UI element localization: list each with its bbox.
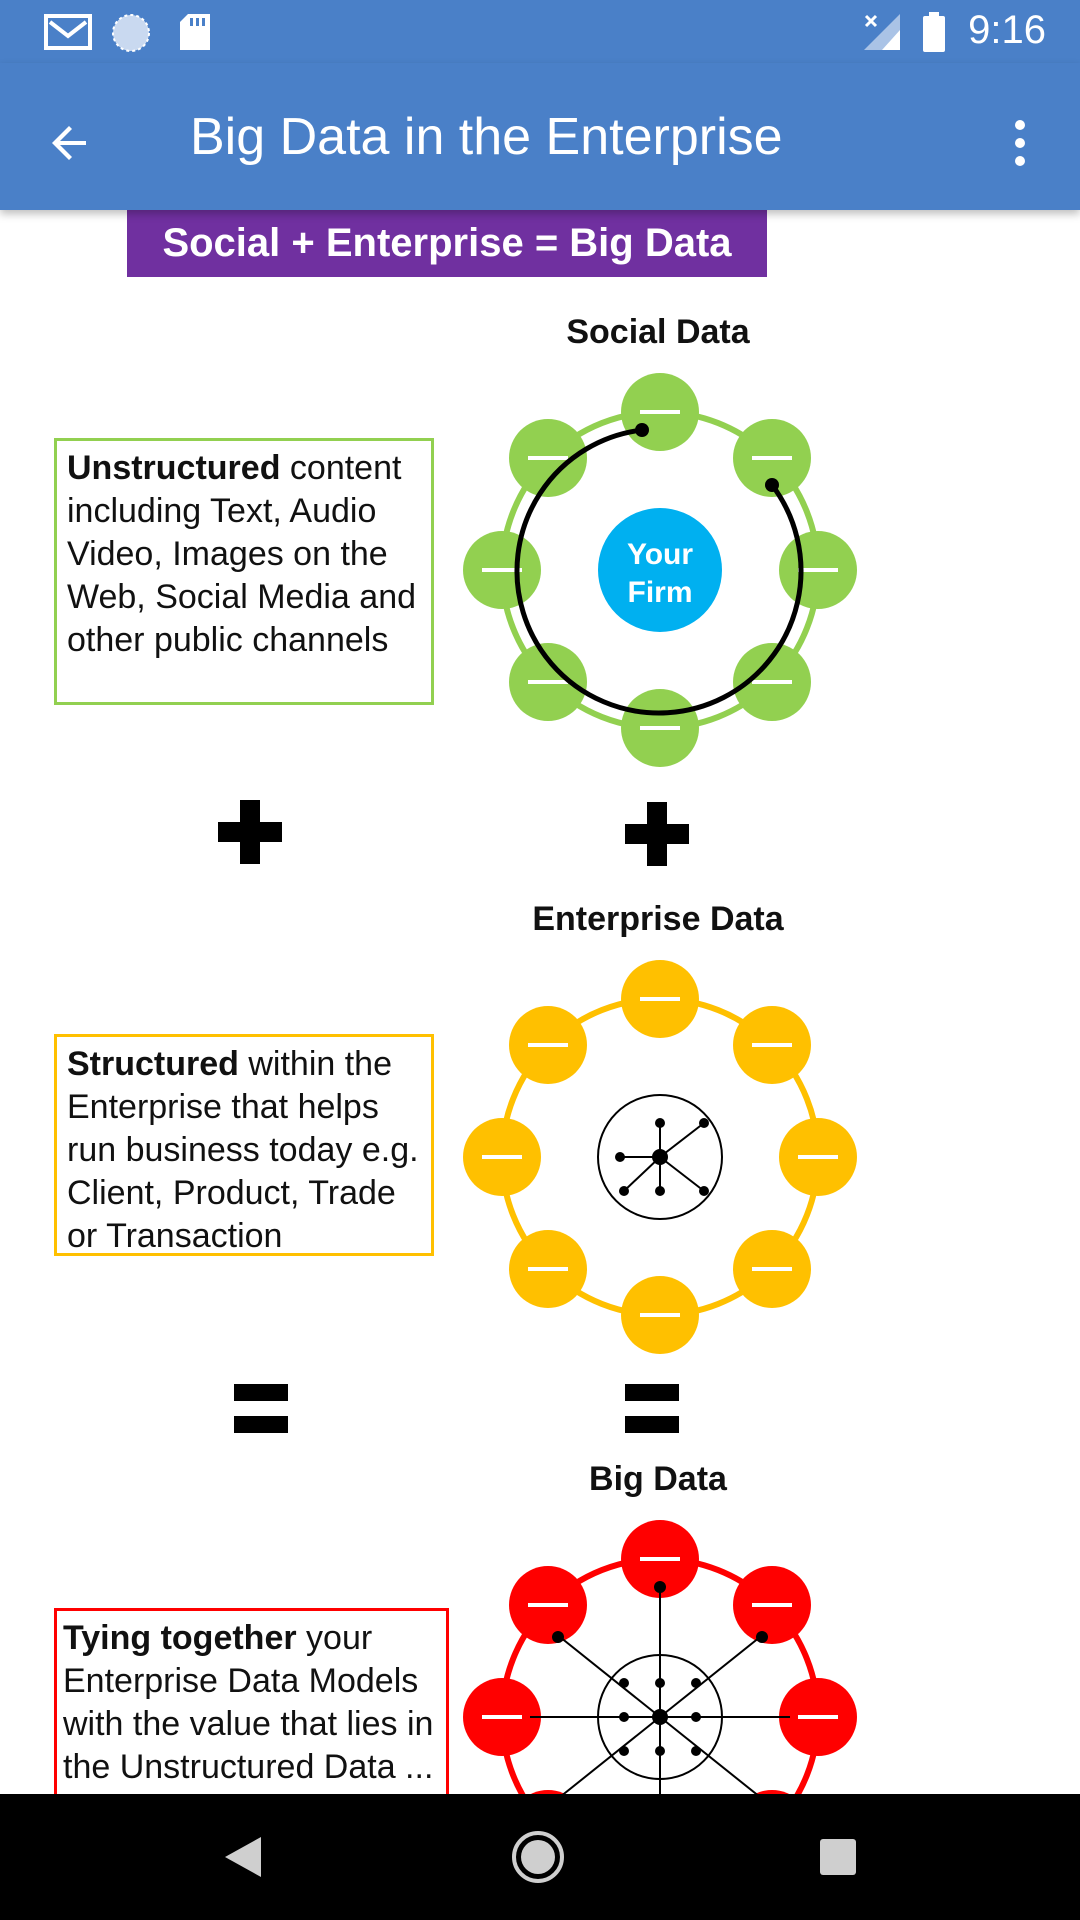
enterprise-description-bold: Structured [67,1045,239,1083]
big-data-description-text: your Enterprise Data Models with the val… [63,1619,434,1786]
more-vert-icon [1015,120,1025,166]
status-bar: 9:16 [0,0,1080,63]
plus-icon [218,800,282,864]
big-data-description: Tying together your Enterprise Data Mode… [54,1608,449,1794]
enterprise-description: Structured within the Enterprise that he… [54,1034,434,1256]
equals-icon [625,1384,679,1433]
social-data-diagram: Your Firm [463,373,857,767]
gmail-icon [44,12,92,57]
big-data-diagram [463,1520,857,1794]
page-title: Big Data in the Enterprise [190,108,783,166]
sync-icon [110,12,152,59]
battery-icon [922,12,946,57]
social-description-text: content including Text, Audio Video, Ima… [67,449,417,659]
nav-back-button[interactable] [210,1824,276,1890]
back-button[interactable] [30,103,110,183]
overflow-menu-button[interactable] [980,103,1060,183]
signal-off-icon [862,12,902,57]
status-clock: 9:16 [968,8,1046,52]
big-data-title: Big Data [589,1460,727,1498]
banner-title: Social + Enterprise = Big Data [127,210,767,277]
equals-icon [234,1384,288,1433]
enterprise-description-text: within the Enterprise that helps run bus… [67,1045,419,1255]
big-data-description-bold: Tying together [63,1619,297,1657]
nav-home-button[interactable] [505,1824,571,1890]
social-description: Unstructured content including Text, Aud… [54,438,434,705]
arrow-back-icon [52,126,86,160]
sd-card-icon [178,12,212,57]
nav-home-icon [512,1831,564,1883]
nav-recents-button[interactable] [805,1824,871,1890]
system-navigation-bar [0,1794,1080,1920]
firm-label-line2: Firm [627,576,692,609]
social-description-bold: Unstructured [67,449,281,487]
social-data-title: Social Data [566,313,750,351]
enterprise-data-diagram [463,960,857,1354]
enterprise-data-title: Enterprise Data [532,900,784,938]
firm-label-line1: Your [627,538,693,571]
app-bar: Big Data in the Enterprise [0,63,1080,210]
plus-icon [625,802,689,866]
nav-recents-icon [820,1839,856,1875]
infographic-content[interactable]: Social + Enterprise = Big Data Social Da… [0,210,1080,1794]
nav-back-icon [225,1837,261,1877]
